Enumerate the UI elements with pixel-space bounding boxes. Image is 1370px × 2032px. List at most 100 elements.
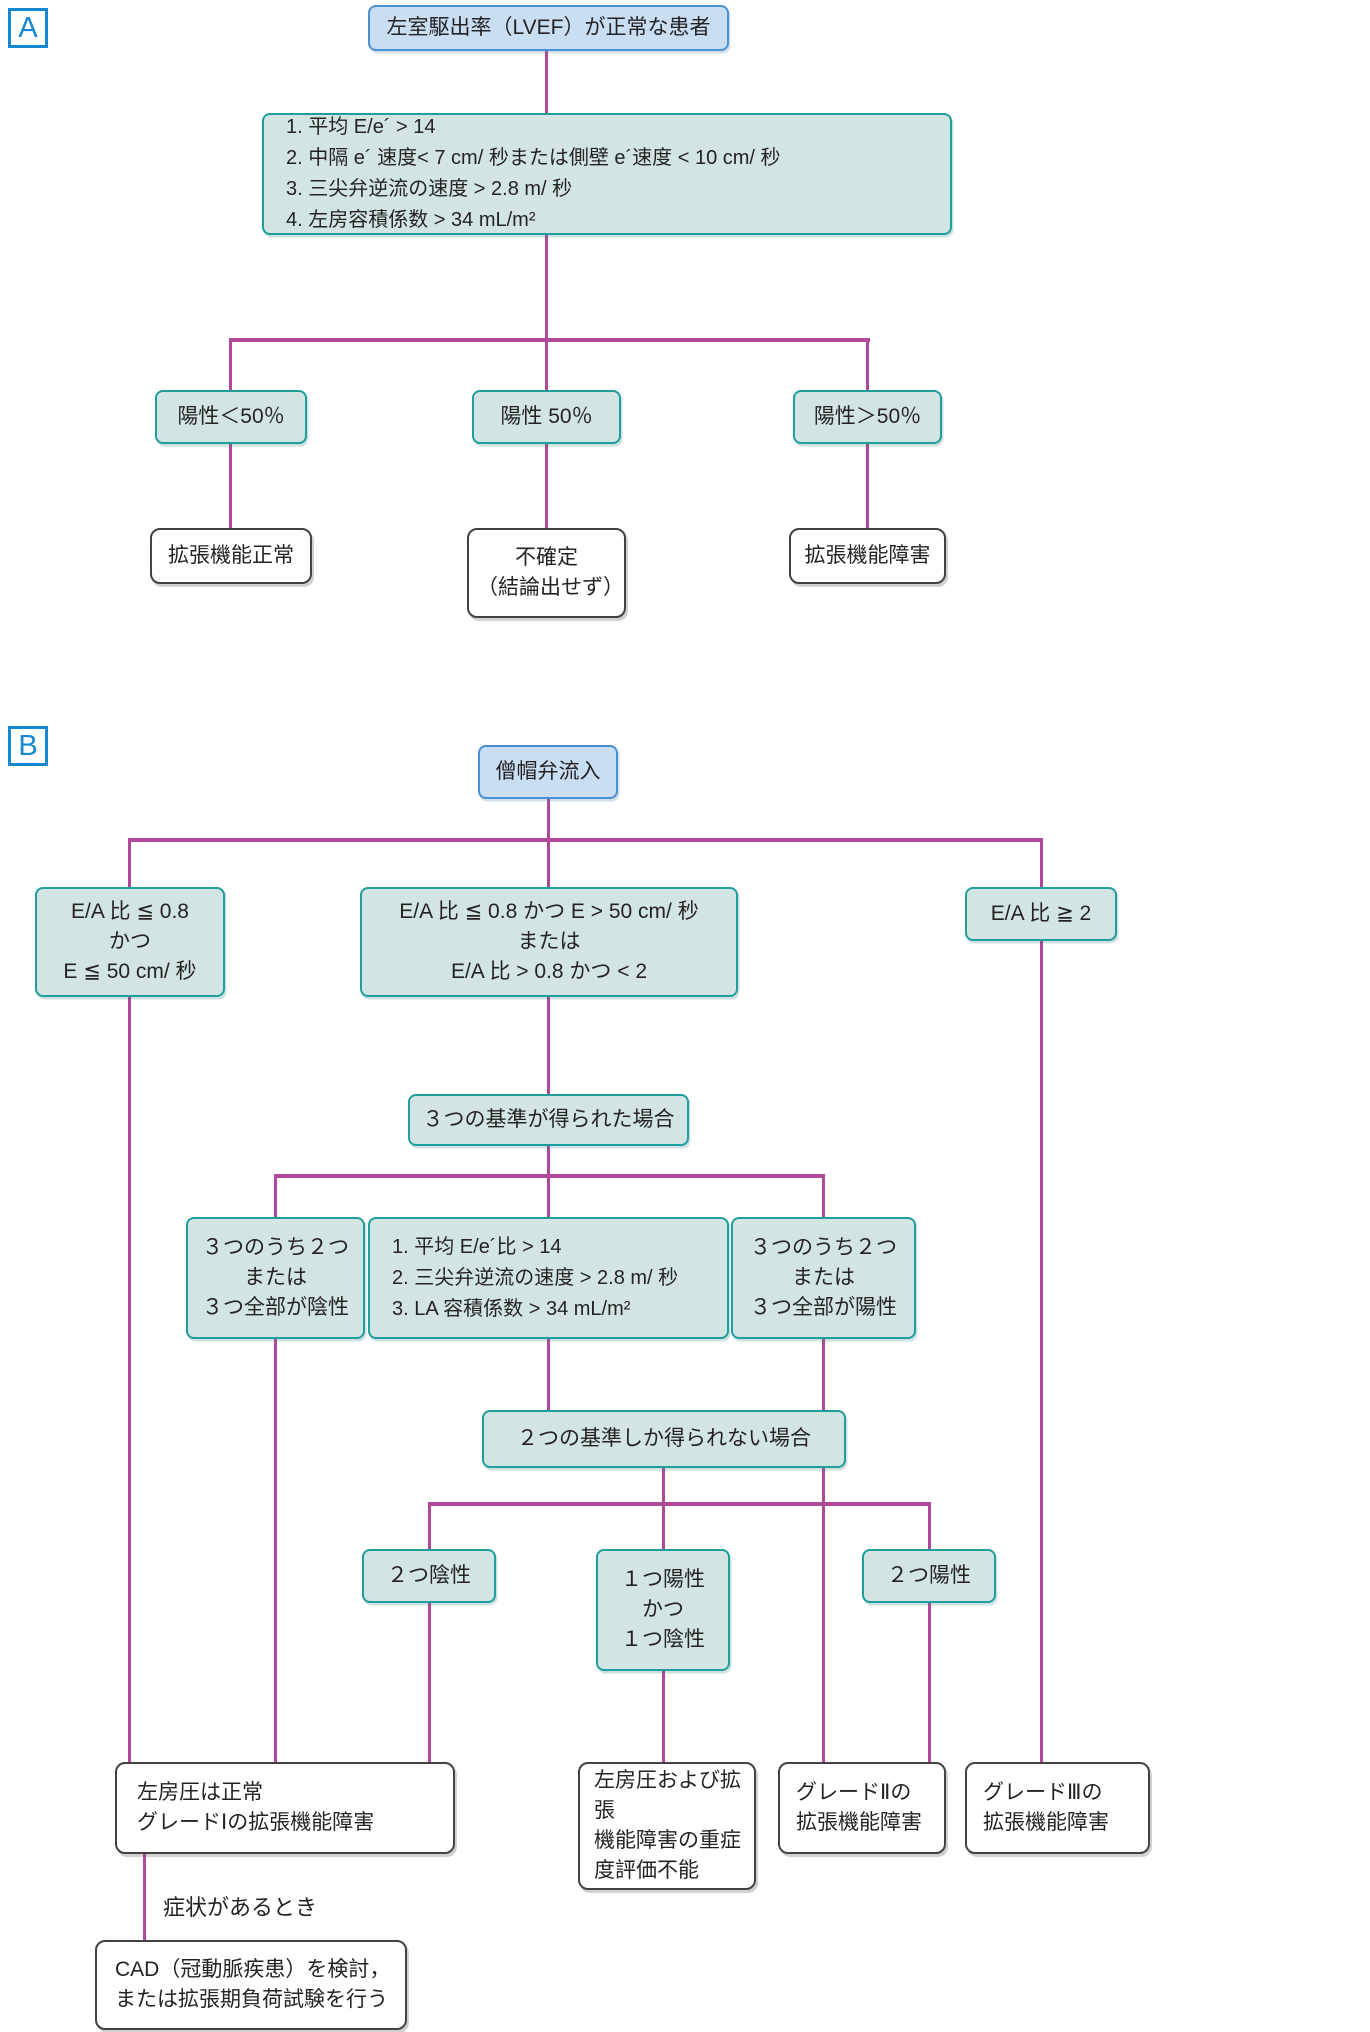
- connector-line: [229, 338, 870, 342]
- outcome-normal-diastolic-function: 拡張機能正常: [150, 528, 312, 584]
- node-two-or-three-negative: ３つのうち２つ または ３つ全部が陰性: [186, 1217, 365, 1339]
- connector-line: [428, 1603, 431, 1762]
- node-label: ２つの基準しか得られない場合: [517, 1427, 811, 1451]
- connector-line: [545, 51, 548, 113]
- criterion-line: 2. 三尖弁逆流の速度 > 2.8 m/ 秒: [392, 1266, 679, 1289]
- connector-line: [1040, 941, 1043, 1762]
- connector-line: [143, 1854, 146, 1940]
- outcome-line: 度評価不能: [594, 1858, 699, 1882]
- connector-line: [866, 444, 869, 528]
- node-two-positive: ２つ陽性: [862, 1549, 996, 1603]
- connector-line: [822, 1339, 825, 1762]
- outcome-line: 左房圧は正常: [137, 1781, 263, 1805]
- node-two-or-three-positive: ３つのうち２つ または ３つ全部が陽性: [731, 1217, 916, 1339]
- connector-line: [274, 1339, 277, 1762]
- node-line: E ≦ 50 cm/ 秒: [63, 959, 197, 983]
- node-line: ３つのうち２つ: [202, 1236, 349, 1260]
- node-line: または: [244, 1266, 307, 1290]
- criterion-line: 4. 左房容積係数 > 34 mL/m²: [286, 209, 536, 231]
- node-positive-50: 陽性 50％: [472, 390, 621, 444]
- node-line: または拡張期負荷試験を行う: [115, 1988, 388, 2011]
- connector-line: [1040, 838, 1043, 887]
- outcome-label: 不確定: [515, 546, 578, 570]
- node-mitral-inflow: 僧帽弁流入: [478, 745, 618, 799]
- node-label: ２つ陰性: [387, 1564, 471, 1588]
- outcome-line: 機能障害の重症: [594, 1829, 741, 1852]
- connector-line: [545, 235, 548, 340]
- node-line: E/A 比 ≦ 0.8 かつ E > 50 cm/ 秒: [399, 900, 699, 924]
- connector-line: [662, 1502, 665, 1549]
- node-label: E/A 比 ≧ 2: [990, 902, 1092, 926]
- panel-b-label: B: [8, 726, 48, 766]
- node-line: ３つ全部が陽性: [750, 1295, 897, 1319]
- node-label: ３つの基準が得られた場合: [422, 1108, 675, 1132]
- node-three-criteria-available: ３つの基準が得られた場合: [408, 1094, 689, 1146]
- outcome-grade2-dysfunction: グレードⅡの 拡張機能障害: [778, 1762, 946, 1854]
- symptom-note: 症状があるとき: [163, 1895, 318, 1920]
- criterion-line: 2. 中隔 e´ 速度< 7 cm/ 秒または側壁 e´速度 < 10 cm/ …: [286, 147, 781, 169]
- connector-line: [545, 444, 548, 528]
- node-lvef-normal-patient: 左室駆出率（LVEF）が正常な患者: [368, 5, 729, 51]
- outcome-line: グレードⅠの拡張機能障害: [137, 1811, 375, 1834]
- connector-line: [229, 338, 232, 390]
- node-line: または: [792, 1266, 855, 1290]
- criterion-line: 1. 平均 E/e´比 > 14: [392, 1235, 562, 1258]
- connector-line: [822, 1174, 825, 1217]
- connector-line: [662, 1671, 665, 1762]
- node-label: 陽性＞50％: [813, 405, 922, 429]
- outcome-cannot-assess-severity: 左房圧および拡張 機能障害の重症 度評価不能: [578, 1762, 756, 1890]
- outcome-line: 拡張機能障害: [796, 1811, 922, 1834]
- outcome-line: 左房圧および拡張: [594, 1769, 741, 1823]
- outcome-indeterminate: 不確定 （結論出せず）: [467, 528, 626, 618]
- connector-line: [866, 338, 869, 390]
- outcome-label: 拡張機能障害: [804, 544, 931, 568]
- node-label: 僧帽弁流入: [495, 760, 601, 784]
- connector-line: [662, 1468, 665, 1502]
- outcome-line: 拡張機能障害: [983, 1811, 1109, 1834]
- node-line: かつ: [109, 930, 151, 954]
- node-consider-cad-stress-test: CAD（冠動脈疾患）を検討， または拡張期負荷試験を行う: [95, 1940, 407, 2030]
- node-three-criteria-list: 1. 平均 E/e´比 > 14 2. 三尖弁逆流の速度 > 2.8 m/ 秒 …: [368, 1217, 729, 1339]
- connector-line: [229, 444, 232, 528]
- node-line: ３つ全部が陰性: [202, 1295, 349, 1319]
- outcome-label: 拡張機能正常: [168, 544, 294, 568]
- connector-line: [928, 1603, 931, 1762]
- connector-line: [274, 1174, 277, 1217]
- node-label: ２つ陽性: [887, 1564, 971, 1588]
- outcome-label: （結論出せず）: [477, 576, 624, 599]
- node-line: かつ: [642, 1598, 684, 1622]
- connector-line: [128, 997, 131, 1762]
- criterion-line: 1. 平均 E/e´ > 14: [286, 116, 436, 138]
- node-one-positive-one-negative: １つ陽性 かつ １つ陰性: [596, 1549, 730, 1671]
- criterion-line: 3. LA 容積係数 > 34 mL/m²: [392, 1297, 631, 1320]
- connector-line: [547, 1174, 550, 1217]
- connector-line: [428, 1502, 431, 1549]
- node-positive-gt50: 陽性＞50％: [793, 390, 942, 444]
- outcome-normal-lap-grade1: 左房圧は正常 グレードⅠの拡張機能障害: [115, 1762, 455, 1854]
- node-label: 左室駆出率（LVEF）が正常な患者: [386, 16, 711, 40]
- connector-line: [547, 1339, 550, 1410]
- node-label: 陽性＜50％: [177, 405, 285, 429]
- node-line: １つ陰性: [621, 1627, 705, 1651]
- node-line: または: [517, 930, 581, 954]
- node-positive-lt50: 陽性＜50％: [155, 390, 307, 444]
- criterion-line: 3. 三尖弁逆流の速度 > 2.8 m/ 秒: [286, 178, 573, 200]
- node-only-two-criteria-available: ２つの基準しか得られない場合: [482, 1410, 846, 1468]
- connector-line: [547, 997, 550, 1094]
- node-ea-ge2: E/A 比 ≧ 2: [965, 887, 1117, 941]
- connector-line: [545, 338, 548, 390]
- connector-line: [547, 799, 550, 887]
- node-two-negative: ２つ陰性: [362, 1549, 496, 1603]
- node-line: １つ陽性: [621, 1568, 705, 1592]
- node-ea-le08-and-e-le50: E/A 比 ≦ 0.8 かつ E ≦ 50 cm/ 秒: [35, 887, 225, 997]
- node-line: CAD（冠動脈疾患）を検討，: [115, 1958, 391, 1982]
- connector-line: [128, 838, 1043, 842]
- outcome-line: グレードⅡの: [796, 1781, 912, 1805]
- connector-line: [547, 1146, 550, 1174]
- outcome-diastolic-dysfunction: 拡張機能障害: [789, 528, 946, 584]
- connector-line: [928, 1502, 931, 1549]
- node-ea-intermediate: E/A 比 ≦ 0.8 かつ E > 50 cm/ 秒 または E/A 比 > …: [360, 887, 738, 997]
- node-line: E/A 比 > 0.8 かつ < 2: [450, 959, 648, 983]
